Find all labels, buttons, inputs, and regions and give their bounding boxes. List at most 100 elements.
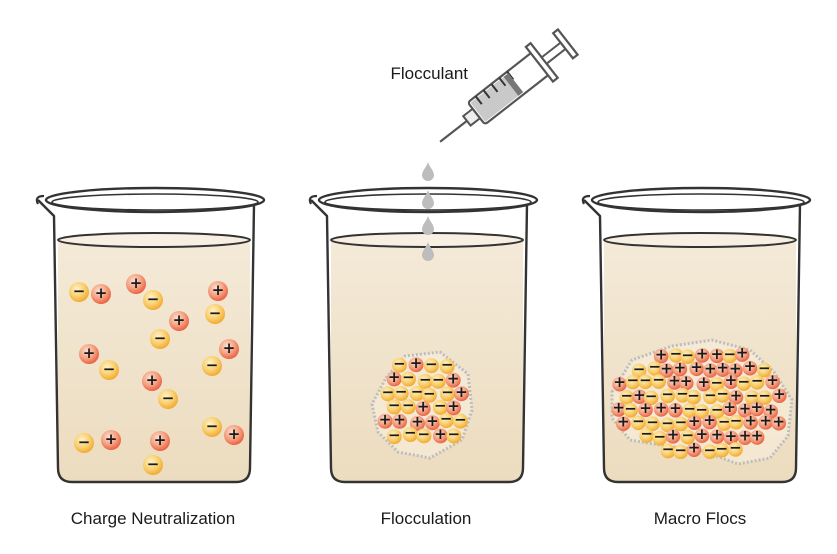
positive-particle: +	[771, 412, 786, 431]
negative-particle: −	[709, 401, 725, 419]
positive-particle: +	[672, 358, 688, 377]
positive-particle: +	[653, 345, 669, 364]
negative-particle: −	[660, 440, 676, 459]
positive-particle: +	[696, 373, 712, 392]
plus-sign: +	[744, 357, 757, 375]
plus-sign: +	[455, 383, 468, 401]
negative-particle: −	[645, 413, 660, 432]
positive-particle: +	[723, 371, 739, 390]
positive-particle: +	[208, 281, 228, 301]
minus-sign: −	[711, 401, 724, 419]
plus-sign: +	[426, 412, 439, 430]
plus-sign: +	[173, 311, 186, 329]
minus-sign: −	[620, 386, 633, 404]
plus-sign: +	[730, 386, 743, 404]
negative-particle: −	[421, 384, 437, 403]
positive-particle: +	[612, 373, 627, 392]
minus-sign: −	[645, 387, 658, 405]
plus-sign: +	[704, 360, 717, 378]
positive-particle: +	[742, 357, 758, 376]
positive-particle: +	[126, 274, 146, 294]
plus-sign: +	[411, 413, 424, 431]
positive-particle: +	[749, 398, 765, 417]
beaker-spout	[35, 194, 45, 205]
positive-particle: +	[687, 412, 702, 431]
negative-particle: −	[744, 387, 760, 405]
plus-sign: +	[633, 386, 646, 404]
negative-particle: −	[150, 329, 170, 349]
minus-sign: −	[434, 397, 447, 415]
positive-particle: +	[659, 360, 674, 378]
negative-particle: −	[99, 360, 119, 380]
plus-sign: +	[130, 274, 143, 292]
plus-sign: +	[612, 399, 625, 417]
positive-particle: +	[632, 386, 647, 405]
minus-sign: −	[723, 345, 736, 363]
negative-particle: −	[400, 396, 416, 415]
minus-sign: −	[654, 427, 667, 445]
minus-sign: −	[627, 371, 640, 389]
plus-sign: +	[669, 399, 682, 417]
negative-particle: −	[380, 383, 396, 402]
minus-sign: −	[633, 360, 646, 378]
negative-particle: −	[675, 384, 690, 403]
beaker-rim	[44, 186, 266, 214]
negative-particle: −	[673, 413, 689, 432]
minus-sign: −	[162, 389, 175, 407]
positive-particle: +	[709, 345, 725, 364]
positive-particle: +	[694, 344, 710, 363]
positive-particle: +	[702, 411, 717, 430]
negative-particle: −	[143, 290, 163, 310]
plus-sign: +	[447, 397, 460, 415]
positive-particle: +	[667, 372, 682, 390]
plus-sign: +	[95, 284, 108, 302]
negative-particle: −	[430, 371, 446, 389]
positive-particle: +	[723, 427, 739, 446]
plus-sign: +	[698, 373, 711, 391]
minus-sign: −	[758, 387, 771, 405]
beaker-spout	[581, 194, 591, 205]
plus-sign: +	[688, 412, 701, 430]
minus-sign: −	[411, 383, 424, 401]
negative-particle: −	[757, 387, 772, 405]
minus-sign: −	[388, 426, 401, 444]
plus-sign: +	[773, 385, 786, 403]
positive-particle: +	[615, 413, 631, 431]
negative-particle: −	[652, 427, 668, 446]
negative-particle: −	[631, 360, 647, 379]
minus-sign: −	[674, 441, 687, 459]
plus-sign: +	[739, 400, 752, 418]
positive-particle: +	[415, 398, 431, 417]
negative-particle: −	[69, 282, 89, 302]
negative-particle: −	[680, 426, 696, 445]
minus-sign: −	[687, 386, 700, 404]
positive-particle: +	[219, 339, 239, 359]
minus-sign: −	[209, 304, 222, 322]
minus-sign: −	[402, 396, 415, 414]
minus-sign: −	[704, 441, 717, 459]
beaker-spout	[308, 194, 318, 205]
negative-particle: −	[402, 424, 418, 443]
minus-sign: −	[751, 371, 764, 389]
minus-sign: −	[646, 413, 659, 431]
minus-sign: −	[206, 356, 219, 374]
plus-sign: +	[667, 425, 680, 443]
plus-sign: +	[729, 360, 742, 378]
minus-sign: −	[676, 384, 689, 402]
positive-particle: +	[765, 371, 780, 390]
minus-sign: −	[662, 440, 675, 458]
negative-particle: −	[423, 355, 439, 374]
minus-sign: −	[632, 412, 645, 430]
negative-particle: −	[668, 344, 684, 363]
negative-particle: −	[715, 384, 730, 403]
minus-sign: −	[715, 439, 728, 457]
negative-particle: −	[625, 371, 641, 390]
negative-particle: −	[682, 400, 697, 418]
positive-particle: +	[386, 368, 402, 387]
negative-particle: −	[386, 426, 402, 445]
beaker-label-macro-flocs: Macro Flocs	[654, 509, 747, 528]
positive-particle: +	[79, 344, 99, 364]
negative-particle: −	[386, 396, 402, 415]
plus-sign: +	[674, 358, 687, 376]
